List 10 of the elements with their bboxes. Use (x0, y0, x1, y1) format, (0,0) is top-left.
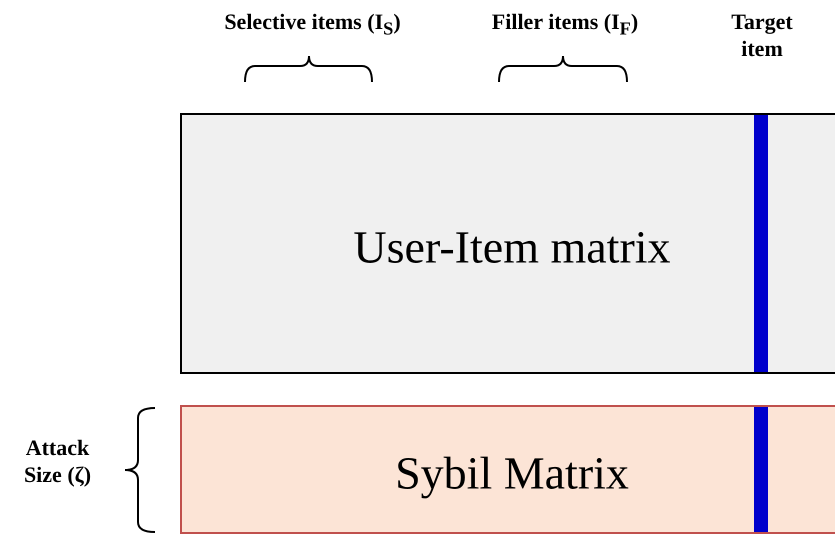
row-group-label: Attack Size (ζ) (22, 434, 92, 488)
target-column-bar (754, 407, 768, 532)
matrix-box (180, 113, 835, 374)
column-group-label: Selective items (I$_{S}$) (223, 8, 402, 40)
column-label: Target item (730, 8, 794, 62)
matrix-box (180, 405, 835, 534)
target-column-bar (754, 115, 768, 372)
matrix-label: User-Item matrix (353, 220, 671, 274)
matrix-label: Sybil Matrix (395, 446, 629, 500)
column-group-label: Filler items (I$_{F}$) (490, 8, 640, 40)
